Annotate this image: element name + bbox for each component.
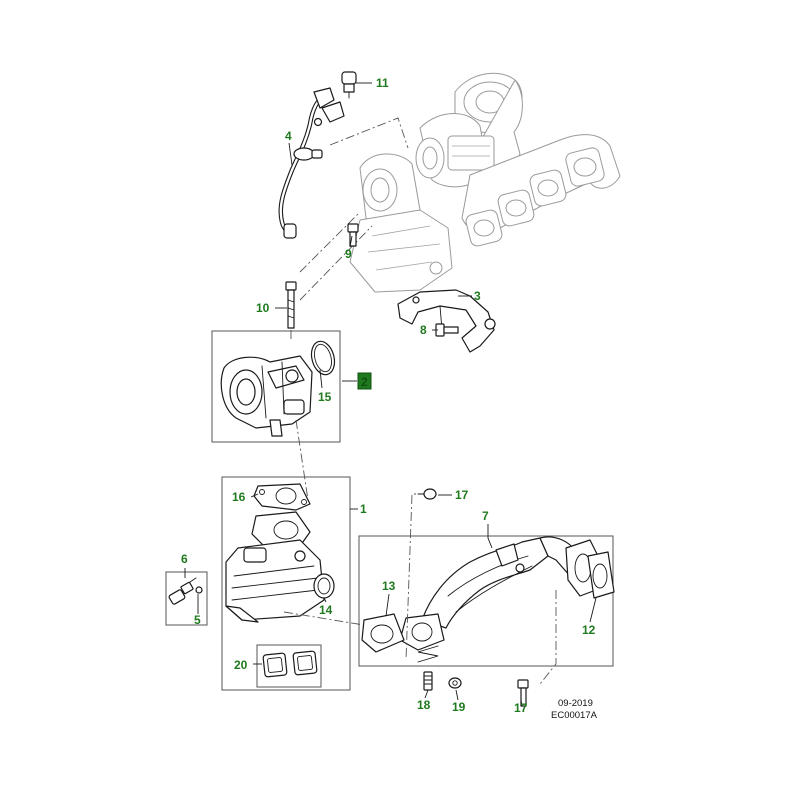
callout-2-highlighted: 2 [357, 372, 372, 390]
part-19-nut [448, 677, 462, 689]
callout-17-lower: 17 [514, 701, 528, 715]
turbocharger-ghost [349, 72, 621, 293]
part-16-gasket [253, 483, 311, 511]
callout-17-upper: 17 [455, 488, 469, 502]
frame-part-1 [221, 476, 351, 691]
centreline-valve-cooler [295, 419, 309, 501]
callout-7: 7 [482, 509, 489, 523]
leader-lines [184, 82, 597, 707]
part-8-bolt [435, 323, 459, 337]
part-9-bolt [347, 223, 359, 247]
callout-11: 11 [376, 76, 389, 90]
zigzag-break [417, 645, 439, 663]
callout-3: 3 [474, 289, 481, 303]
reference-code: EC00017A [551, 710, 598, 721]
part-3-bracket [397, 289, 496, 353]
part-13-gasket [361, 613, 405, 653]
callout-5: 5 [194, 613, 201, 627]
callout-13: 13 [382, 579, 396, 593]
callouts: 11 4 9 3 10 8 15 16 1 17 7 6 5 14 13 12 … [181, 76, 596, 715]
part-12-gasket [587, 551, 615, 599]
reference-date: 09-2019 [558, 698, 593, 709]
centreline-upper-c [299, 225, 373, 301]
part-2-egr-valve [220, 355, 313, 437]
part-10-long-bolt [285, 281, 297, 329]
part-20-gaskets [262, 650, 318, 678]
centreline-cooler-pipe [283, 611, 371, 627]
callout-9: 9 [345, 247, 352, 261]
callout-10: 10 [256, 301, 270, 315]
callout-12: 12 [582, 623, 596, 637]
callout-15: 15 [318, 390, 332, 404]
centreline-upper-a [329, 117, 409, 149]
part-15-o-ring [310, 340, 336, 376]
callout-16: 16 [232, 490, 246, 504]
callout-6: 6 [181, 552, 188, 566]
callout-2: 2 [361, 375, 368, 389]
callout-4: 4 [285, 129, 292, 143]
part-14-seal [313, 573, 335, 599]
callout-8: 8 [420, 323, 427, 337]
part-7-egr-pipe [399, 536, 601, 651]
frame-part-7 [358, 535, 614, 667]
part-6-temperature-sensor [168, 577, 197, 605]
part-1-egr-cooler [225, 511, 325, 623]
callout-19: 19 [452, 700, 466, 714]
callout-20: 20 [234, 658, 248, 672]
callout-1: 1 [360, 502, 367, 516]
callout-14: 14 [319, 603, 333, 617]
part-11-sensor [341, 71, 357, 99]
part-18-stud [423, 671, 433, 691]
frame-part-6 [165, 571, 208, 626]
frame-part-2 [211, 330, 341, 443]
part-17-bolt-lower [517, 679, 529, 707]
centreline-part-17b [539, 590, 557, 685]
part-4-egr-hose [278, 87, 345, 239]
part-17-bolt-upper [417, 488, 437, 500]
callout-18: 18 [417, 698, 431, 712]
frame-part-20 [256, 644, 322, 688]
part-5-sealing-washer [195, 586, 203, 594]
centreline-upper-b [299, 211, 361, 273]
